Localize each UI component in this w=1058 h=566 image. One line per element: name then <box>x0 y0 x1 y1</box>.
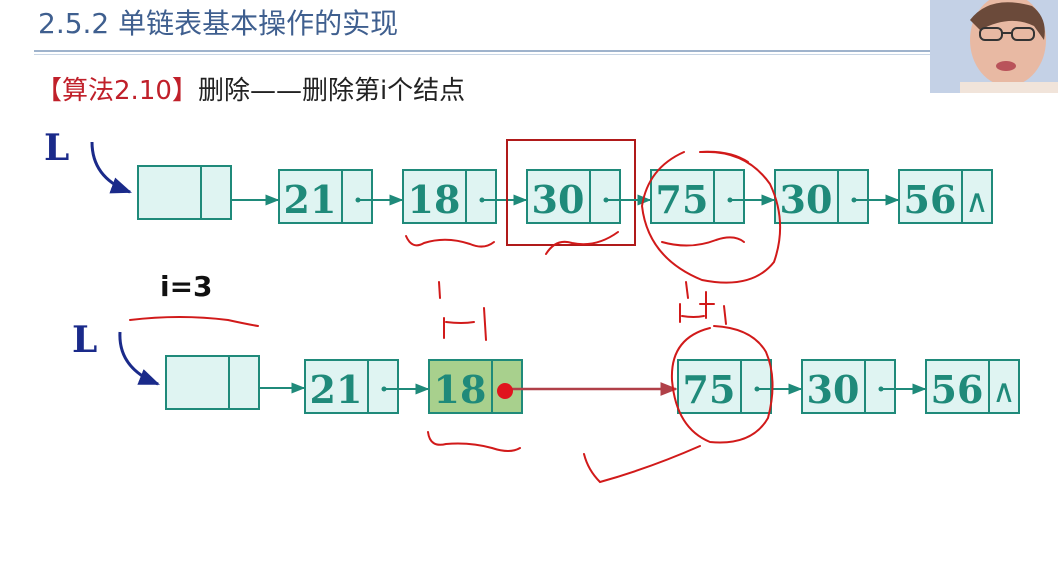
algorithm-bracket-open: 【 <box>36 76 63 106</box>
algorithm-bracket-close: 】 <box>171 76 198 106</box>
head-node-top <box>137 165 232 220</box>
head-pointer-top <box>90 141 132 194</box>
ink-stroke <box>685 281 689 299</box>
node-value: 75 <box>683 367 736 412</box>
list-node: 75 <box>650 169 745 224</box>
node-value: 56 <box>904 177 957 222</box>
ink-dot <box>497 383 513 399</box>
ink-underline <box>661 236 745 247</box>
node-value: 21 <box>310 367 363 412</box>
head-label-bottom: L <box>72 319 97 361</box>
list-node: 21 <box>278 169 373 224</box>
node-value: 21 <box>284 177 337 222</box>
list-node-tail: 56 ∧ <box>898 169 993 224</box>
head-node-bottom <box>165 355 260 410</box>
node-value: 18 <box>408 177 461 222</box>
ink-stroke <box>438 281 441 299</box>
algorithm-description: 删除——删除第i个结点 <box>197 76 466 106</box>
ink-stroke <box>699 150 749 163</box>
head-label-top: L <box>44 127 69 169</box>
list-node: 30 <box>801 359 896 414</box>
ink-stroke <box>723 305 727 325</box>
node-value: 75 <box>656 177 709 222</box>
ink-stroke <box>583 445 701 484</box>
node-value: 30 <box>532 177 585 222</box>
ink-stroke <box>445 321 475 324</box>
node-value: 30 <box>780 177 833 222</box>
null-symbol: ∧ <box>992 372 1015 410</box>
ink-annotations <box>129 150 782 484</box>
node-value: 18 <box>434 367 487 412</box>
ink-circle <box>670 325 774 444</box>
null-symbol: ∧ <box>965 182 988 220</box>
list-node: 75 <box>677 359 772 414</box>
node-value: 30 <box>807 367 860 412</box>
delete-target-box <box>506 139 636 246</box>
index-label: i=3 <box>160 270 213 303</box>
list-node-tail: 56 ∧ <box>925 359 1020 414</box>
presenter-webcam-icon <box>930 0 1058 93</box>
page-title: 2.5.2 单链表基本操作的实现 <box>38 7 399 40</box>
list-node-target: 30 <box>526 169 621 224</box>
ink-underline <box>405 235 495 248</box>
head-pointer-bottom <box>118 331 160 386</box>
title-divider <box>34 50 930 52</box>
title-divider-thin <box>34 54 930 55</box>
ink-underline <box>427 431 521 452</box>
algorithm-heading: 【算法2.10】删除——删除第i个结点 <box>36 70 465 107</box>
ink-underline <box>545 231 619 255</box>
node-value: 56 <box>931 367 984 412</box>
list-node: 21 <box>304 359 399 414</box>
ink-underline <box>129 316 259 327</box>
list-node: 18 <box>402 169 497 224</box>
ink-stroke <box>483 307 487 341</box>
list-node: 30 <box>774 169 869 224</box>
ink-circle <box>640 150 782 284</box>
ink-stroke <box>681 315 705 318</box>
algorithm-name: 算法2.10 <box>62 76 172 106</box>
